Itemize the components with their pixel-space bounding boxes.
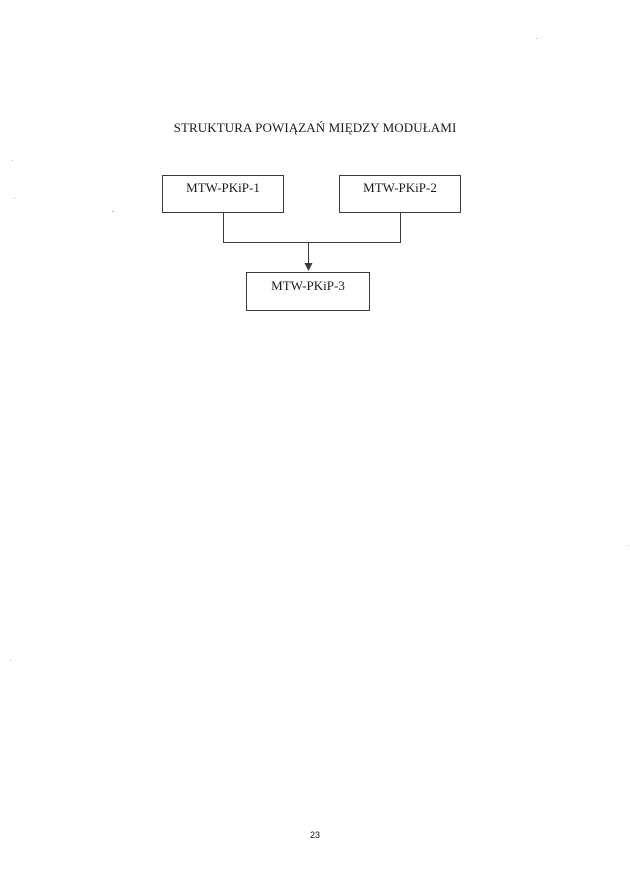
scan-speck: [112, 211, 114, 212]
arrowhead-icon: [304, 263, 313, 271]
connector-from-mtw-pkip-2: [308, 213, 401, 243]
node-mtw-pkip-2: MTW-PKiP-2: [339, 175, 461, 213]
connector-from-mtw-pkip-1: [223, 213, 309, 243]
page-title: STRUKTURA POWIĄZAŃ MIĘDZY MODUŁAMI: [173, 120, 457, 135]
node-label: MTW-PKiP-1: [186, 180, 260, 195]
node-label: MTW-PKiP-2: [363, 180, 437, 195]
node-label: MTW-PKiP-3: [271, 278, 345, 293]
scan-speck: [12, 160, 13, 161]
node-mtw-pkip-3: MTW-PKiP-3: [246, 272, 370, 311]
page-number: 23: [309, 830, 320, 840]
scan-speck: [14, 198, 15, 199]
node-mtw-pkip-1: MTW-PKiP-1: [162, 175, 284, 213]
scan-speck: [536, 38, 537, 39]
scan-speck: [10, 660, 11, 661]
scan-speck: [628, 545, 629, 546]
